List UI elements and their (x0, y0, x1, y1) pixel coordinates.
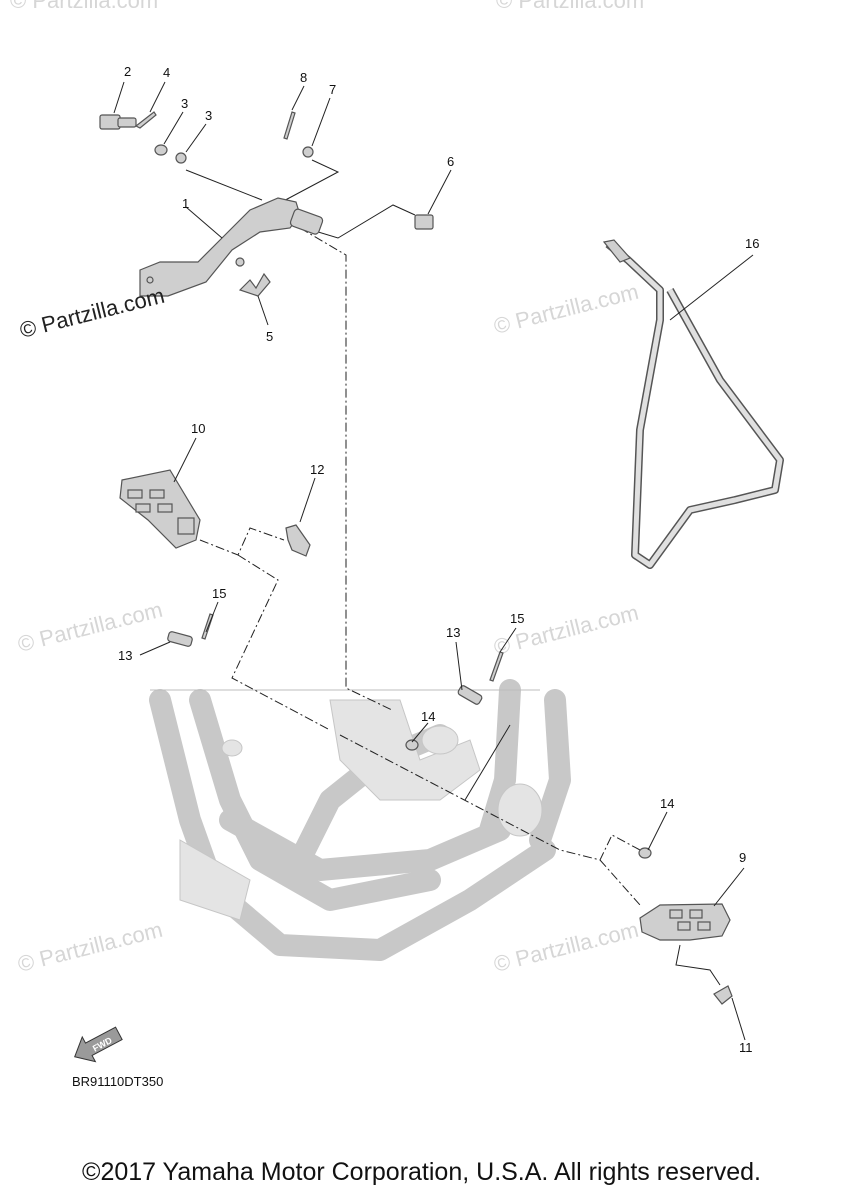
washer (302, 146, 314, 158)
callout-7: 7 (329, 82, 336, 97)
callout-5: 5 (266, 329, 273, 344)
callout-13: 13 (446, 625, 460, 640)
pivot-bolt (99, 114, 137, 130)
callout-3: 3 (181, 96, 188, 111)
frame (149, 679, 571, 961)
callout-3: 3 (205, 108, 212, 123)
callout-13: 13 (118, 648, 132, 663)
washer (405, 739, 419, 751)
callout-9: 9 (739, 850, 746, 865)
fwd-arrow-icon: FWD (74, 1026, 123, 1063)
callout-1: 1 (182, 196, 189, 211)
callout-6: 6 (447, 154, 454, 169)
cotter-pin (134, 111, 157, 129)
callout-10: 10 (191, 421, 205, 436)
callout-14: 14 (421, 709, 435, 724)
watermark: © Partzilla.com (10, 0, 158, 13)
footrest-pin (457, 685, 483, 705)
callout-leaders (113, 81, 754, 1041)
footrest-spring (285, 524, 311, 557)
callout-2: 2 (124, 64, 131, 79)
cotter-pin (489, 651, 504, 682)
callout-15: 15 (510, 611, 524, 626)
callout-14: 14 (660, 796, 674, 811)
washer (154, 144, 168, 156)
brake-pedal (139, 197, 324, 297)
watermark-dark: © Partzilla.com (17, 283, 167, 343)
footrest-right (639, 903, 731, 941)
watermark: © Partzilla.com (491, 917, 641, 977)
footrest-pin (167, 631, 193, 647)
bolt (414, 214, 434, 230)
copyright-notice: ©2017 Yamaha Motor Corporation, U.S.A. A… (82, 1158, 761, 1186)
callout-16: 16 (745, 236, 759, 251)
washer (638, 847, 652, 859)
watermark: © Partzilla.com (496, 0, 644, 13)
assembly-lines (185, 159, 721, 986)
callout-8: 8 (300, 70, 307, 85)
stand (602, 239, 784, 569)
watermark: © Partzilla.com (491, 279, 641, 339)
diagram-code: BR91110DT350 (72, 1074, 164, 1089)
watermark: © Partzilla.com (15, 597, 165, 657)
return-spring (238, 272, 271, 297)
watermark: © Partzilla.com (491, 600, 641, 660)
callout-4: 4 (163, 65, 170, 80)
clip (713, 985, 733, 1005)
footrest-left (119, 469, 201, 549)
callout-15: 15 (212, 586, 226, 601)
callout-11: 11 (739, 1040, 753, 1055)
washer (175, 152, 187, 164)
pin (283, 111, 296, 140)
watermark: © Partzilla.com (15, 917, 165, 977)
callout-labels: 1 2 3 3 4 5 6 7 8 9 10 11 12 13 13 14 14… (118, 64, 759, 1055)
callout-12: 12 (310, 462, 324, 477)
